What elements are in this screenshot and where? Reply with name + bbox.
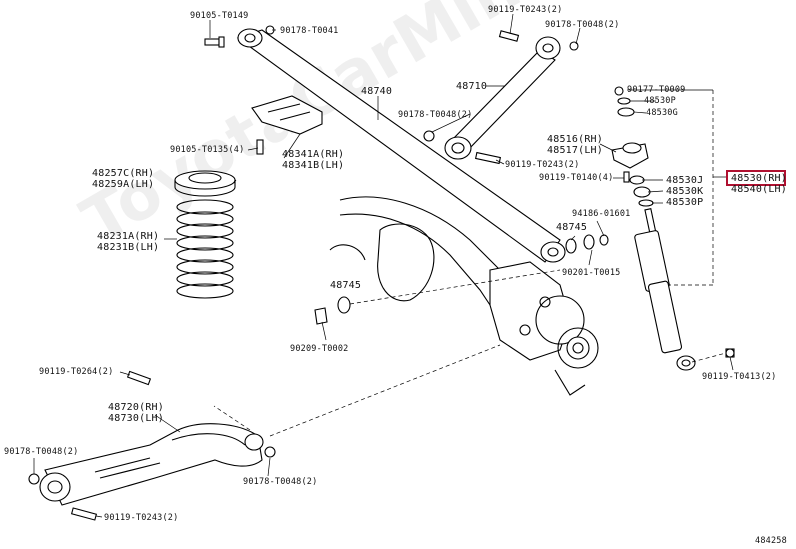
- label-48231: 48231A(RH) 48231B(LH): [97, 231, 160, 253]
- label-90178-T0041: 90178-T0041: [280, 26, 339, 36]
- nut-90178-T0048-upper: [569, 41, 579, 51]
- label-90119-T0413: 90119-T0413(2): [702, 372, 777, 382]
- bolt-90119-T0243-lower: [70, 507, 98, 521]
- label-90119-T0243-upper: 90119-T0243(2): [488, 5, 563, 15]
- bolt-90105-T0149: [204, 36, 225, 48]
- rear-axle-knuckle: [329, 196, 599, 396]
- label-90178-T0048-lower-right: 90178-T0048(2): [243, 477, 318, 487]
- upper-spring-insulator: [174, 170, 236, 197]
- label-90209-T0002: 90209-T0002: [290, 344, 349, 354]
- diagram-id: 484258: [755, 536, 787, 546]
- spring-bumper-bracket: [251, 95, 323, 135]
- label-90105-T0135: 90105-T0135(4): [170, 145, 245, 155]
- shock-mount-parts: [611, 86, 654, 207]
- highlight-box: [726, 170, 786, 186]
- label-48745-left: 48745: [330, 280, 362, 291]
- label-90119-T0243-lower: 90119-T0243(2): [104, 513, 179, 523]
- label-48745-right: 48745: [556, 222, 588, 233]
- label-94186-01601: 94186-01601: [572, 209, 631, 219]
- label-48530P-top: 48530P: [644, 96, 676, 106]
- bolt-90119-T0413: [725, 348, 735, 358]
- bolt-90119-T0264: [126, 370, 152, 386]
- bolt-90119-T0243-upper: [498, 30, 520, 42]
- label-48720: 48720(RH) 48730(LH): [108, 402, 164, 424]
- label-90178-T0048-lower-left: 90178-T0048(2): [4, 447, 79, 457]
- nut-90178-T0048-lower-left: [28, 473, 40, 485]
- label-48530J: 48530J: [666, 175, 704, 186]
- nut-90178-T0048-lower-right: [264, 446, 276, 458]
- bolt-90119-T0243-mid: [474, 151, 502, 165]
- label-90105-T0149: 90105-T0149: [190, 11, 249, 21]
- label-48530G: 48530G: [646, 108, 678, 118]
- coil-spring: [176, 199, 234, 299]
- label-90119-T0264: 90119-T0264(2): [39, 367, 114, 377]
- label-48530: 48530(RH) 48540(LH): [731, 173, 787, 195]
- label-48710: 48710: [456, 81, 488, 92]
- shock-absorber: [634, 208, 696, 371]
- label-48530K: 48530K: [666, 186, 704, 197]
- bump-stopper-parts: [314, 234, 609, 325]
- label-90119-T0243-mid: 90119-T0243(2): [505, 160, 580, 170]
- leader-lines: [33, 13, 734, 518]
- label-48341: 48341A(RH) 48341B(LH): [282, 149, 345, 171]
- label-48740: 48740: [361, 86, 393, 97]
- nut-90178-T0048-mid: [423, 130, 435, 142]
- label-90177-T0009: 90177-T0009: [627, 85, 686, 95]
- label-90178-T0048-upper: 90178-T0048(2): [545, 20, 620, 30]
- label-48530P-bottom: 48530P: [666, 197, 704, 208]
- label-90119-T0140: 90119-T0140(4): [539, 173, 614, 183]
- bolt-90105-T0135: [256, 139, 264, 155]
- upper-control-arm: [444, 36, 561, 160]
- label-48516: 48516(RH) 48517(LH): [547, 134, 603, 156]
- lateral-control-rod: [236, 28, 566, 263]
- label-90178-T0048-mid: 90178-T0048(2): [398, 110, 473, 120]
- label-90201-T0015: 90201-T0015: [562, 268, 621, 278]
- lower-control-arm: [39, 423, 264, 506]
- label-48257: 48257C(RH) 48259A(LH): [92, 168, 155, 190]
